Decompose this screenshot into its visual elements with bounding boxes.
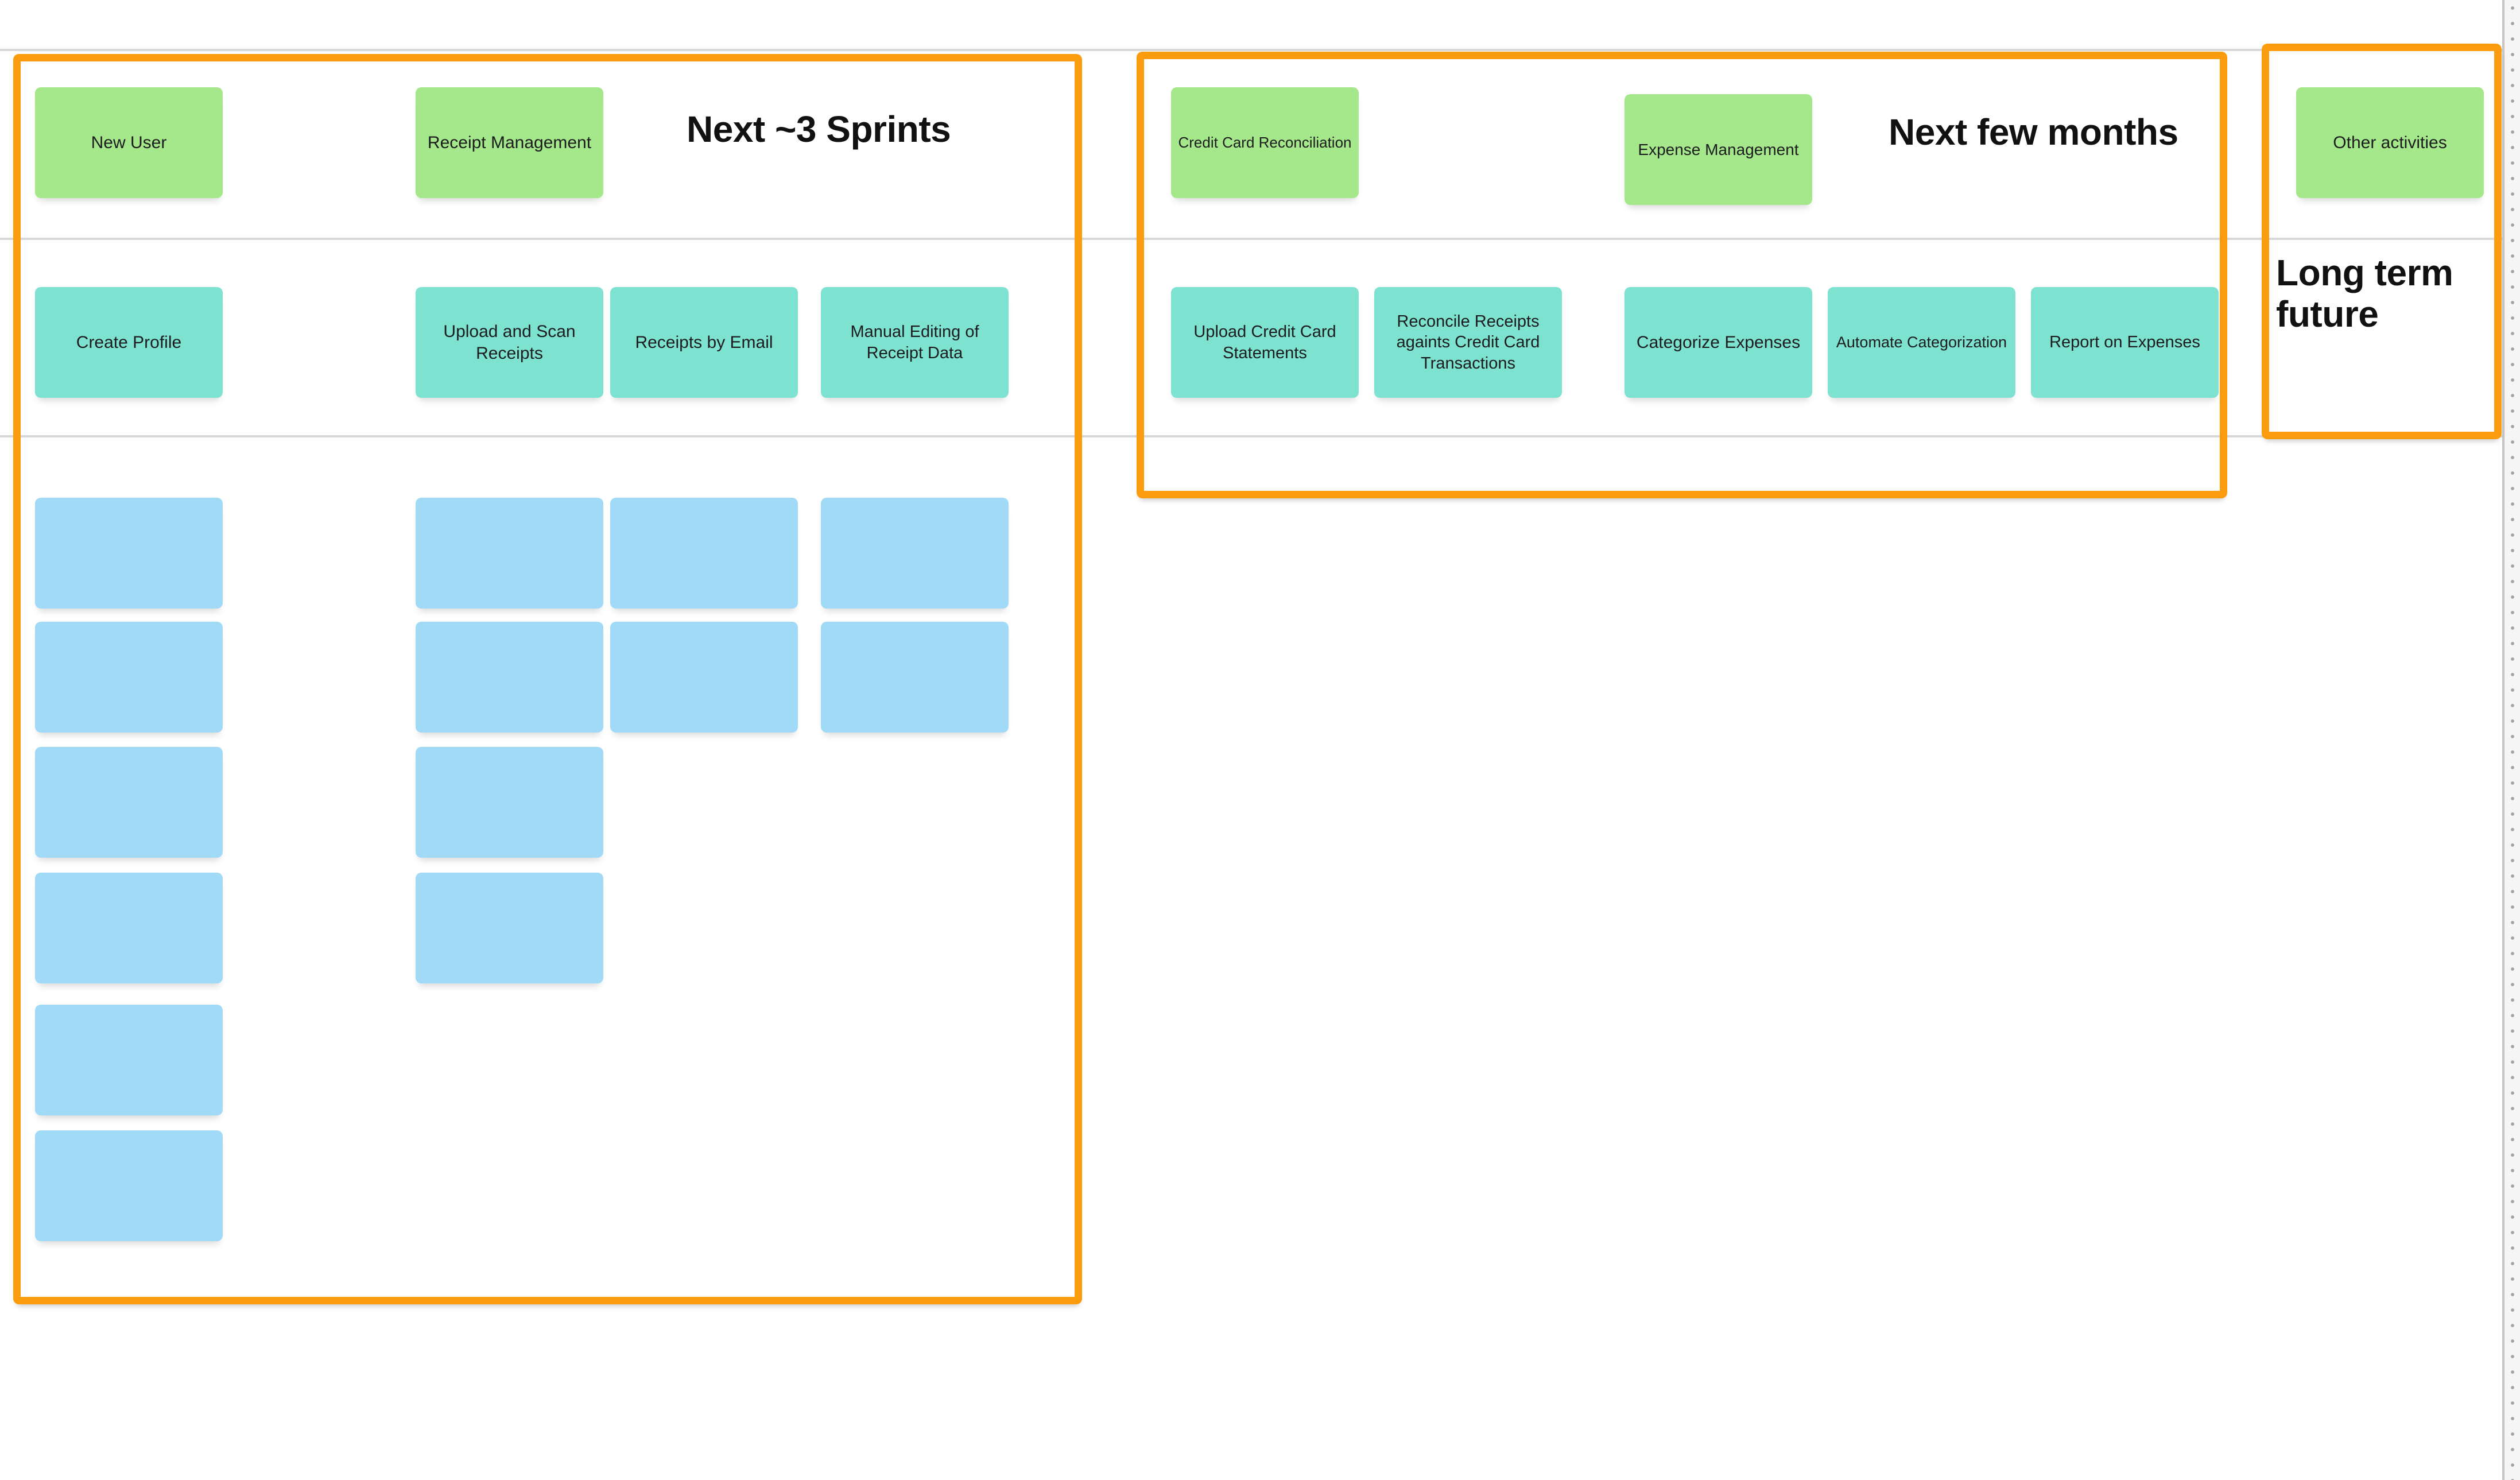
section-title-long-term-future[interactable]: Long term future xyxy=(2276,252,2463,335)
task-note-blank[interactable] xyxy=(416,498,603,609)
task-note-blank[interactable] xyxy=(416,747,603,858)
sticky-note-label: New User xyxy=(91,133,167,152)
sticky-note-label: Categorize Expenses xyxy=(1636,332,1801,352)
board-dot-grid-strip xyxy=(2505,0,2520,1480)
sticky-note-label: Receipts by Email xyxy=(635,332,773,352)
frame-right-edge-line xyxy=(2502,0,2505,1480)
frame-next-3-sprints[interactable] xyxy=(13,54,1082,1304)
task-note-blank[interactable] xyxy=(35,873,223,983)
activity-note-categorize-expenses[interactable]: Categorize Expenses xyxy=(1625,287,1812,398)
sticky-note-label: Reconcile Receipts againts Credit Card T… xyxy=(1396,312,1540,373)
sticky-note-label: Expense Management xyxy=(1638,141,1799,158)
task-note-blank[interactable] xyxy=(35,622,223,733)
row-divider-line xyxy=(0,238,2503,240)
sticky-note-label: Receipt Management xyxy=(427,133,592,152)
task-note-blank[interactable] xyxy=(821,622,1009,733)
task-note-blank[interactable] xyxy=(610,498,798,609)
row-divider-line xyxy=(0,435,2503,437)
epic-note-credit-card-reconciliation[interactable]: Credit Card Reconciliation xyxy=(1171,87,1359,198)
task-note-blank[interactable] xyxy=(35,498,223,609)
task-note-blank[interactable] xyxy=(35,747,223,858)
sticky-note-label: Create Profile xyxy=(76,332,182,352)
sticky-note-label: Report on Expenses xyxy=(2049,333,2200,352)
activity-note-manual-editing-of-receipt-data[interactable]: Manual Editing of Receipt Data xyxy=(821,287,1009,398)
activity-note-upload-credit-card-statements[interactable]: Upload Credit Card Statements xyxy=(1171,287,1359,398)
sticky-note-label: Upload Credit Card Statements xyxy=(1193,323,1336,362)
epic-note-other-activities[interactable]: Other activities xyxy=(2296,87,2484,198)
row-divider-line xyxy=(0,49,2503,51)
task-note-blank[interactable] xyxy=(35,1130,223,1241)
sticky-note-label: Other activities xyxy=(2333,133,2447,152)
activity-note-automate-categorization[interactable]: Automate Categorization xyxy=(1828,287,2015,398)
task-note-blank[interactable] xyxy=(416,622,603,733)
sticky-note-label: Upload and Scan Receipts xyxy=(443,322,576,363)
epic-note-receipt-management[interactable]: Receipt Management xyxy=(416,87,603,198)
task-note-blank[interactable] xyxy=(610,622,798,733)
activity-note-report-on-expenses[interactable]: Report on Expenses xyxy=(2031,287,2219,398)
activity-note-receipts-by-email[interactable]: Receipts by Email xyxy=(610,287,798,398)
sticky-note-label: Credit Card Reconciliation xyxy=(1178,134,1352,152)
task-note-blank[interactable] xyxy=(35,1005,223,1115)
activity-note-create-profile[interactable]: Create Profile xyxy=(35,287,223,398)
task-note-blank[interactable] xyxy=(416,873,603,983)
sticky-note-label: Manual Editing of Receipt Data xyxy=(850,323,979,362)
epic-note-new-user[interactable]: New User xyxy=(35,87,223,198)
task-note-blank[interactable] xyxy=(821,498,1009,609)
epic-note-expense-management[interactable]: Expense Management xyxy=(1625,94,1812,205)
frame-next-few-months[interactable] xyxy=(1137,52,2227,498)
activity-note-upload-and-scan-receipts[interactable]: Upload and Scan Receipts xyxy=(416,287,603,398)
section-title-next-3-sprints[interactable]: Next ~3 Sprints xyxy=(687,109,951,150)
activity-note-reconcile-receipts-againts-credit-card-transactions[interactable]: Reconcile Receipts againts Credit Card T… xyxy=(1374,287,1562,398)
sticky-note-label: Automate Categorization xyxy=(1836,333,2007,351)
section-title-next-few-months[interactable]: Next few months xyxy=(1889,111,2178,153)
frame-long-term-future[interactable] xyxy=(2262,44,2502,439)
